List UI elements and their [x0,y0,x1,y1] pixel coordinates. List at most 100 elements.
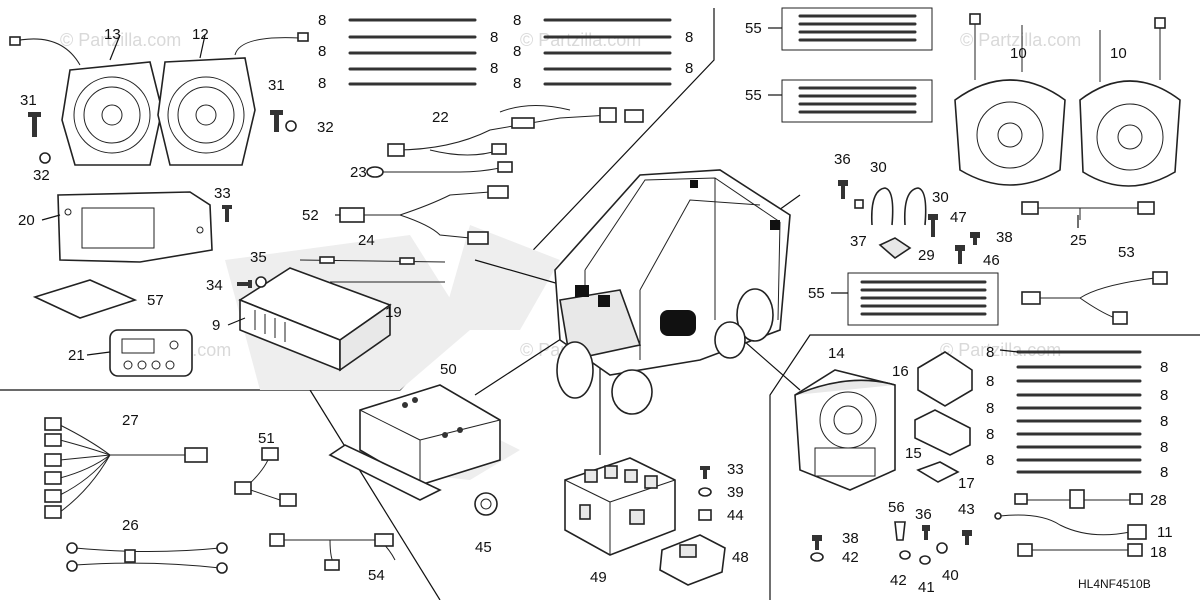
tie-pack-55-a [781,7,933,51]
harness-51 [234,447,297,507]
callout-27: 27 [122,412,139,429]
callout-34: 34 [206,277,223,294]
watermark: © Partzilla.com [960,30,1081,50]
utv-vehicle [554,169,791,415]
callout-30: 30 [932,189,949,206]
callout-8: 8 [685,60,693,77]
nut-39 [698,487,712,497]
callout-24: 24 [358,232,375,249]
callout-8: 8 [318,43,326,60]
bracket-16 [917,351,973,407]
mount-bracket-50 [328,384,501,501]
callout-8: 8 [986,373,994,390]
callout-17: 17 [958,475,975,492]
harness-54 [269,533,396,571]
callout-37: 37 [850,233,867,250]
clamps-30 [870,187,927,226]
bolt-43 [962,530,972,545]
washer-35 [255,276,267,288]
callout-8: 8 [986,426,994,443]
callout-22: 22 [432,109,449,126]
callout-43: 43 [958,501,975,518]
callout-26: 26 [122,517,139,534]
callout-53: 53 [1118,244,1135,261]
callout-8: 8 [490,29,498,46]
callout-8: 8 [1160,359,1168,376]
watermark: © Partzilla.com [520,30,641,50]
bolt-38-lower [812,535,822,550]
callout-39: 39 [727,484,744,501]
screw-31-right [270,110,297,132]
bracket-17 [916,461,960,483]
speaker-pod-10-right [1079,17,1181,187]
harness-27 [44,417,208,519]
callout-31: 31 [20,92,37,109]
callout-36: 36 [834,151,851,168]
clip-44 [698,509,712,521]
callout-12: 12 [192,26,209,43]
callout-8: 8 [986,344,994,361]
callout-10: 10 [1010,45,1027,62]
watermark: © Partzilla.com [60,30,181,50]
nut-42-left [810,552,824,562]
callout-8: 8 [986,452,994,469]
nut-42-right [899,550,911,560]
callout-31: 31 [268,77,285,94]
harness-52 [339,185,509,245]
washer-40 [936,542,948,554]
rod-24 [299,256,446,265]
callout-48: 48 [732,549,749,566]
bracket-15 [914,409,971,456]
cable-ties-right [1016,350,1142,474]
callout-42: 42 [842,549,859,566]
callout-23: 23 [350,164,367,181]
callout-9: 9 [212,317,220,334]
screw-31-left [28,112,51,164]
callout-8: 8 [685,29,693,46]
fuse-box-49 [564,457,676,556]
screw-33-lower [700,466,710,479]
callout-49: 49 [590,569,607,586]
callout-25: 25 [1070,232,1087,249]
callout-16: 16 [892,363,909,380]
callout-38: 38 [842,530,859,547]
callout-52: 52 [302,207,319,224]
callout-35: 35 [250,249,267,266]
bolt-46 [955,245,965,264]
callout-51: 51 [258,430,275,447]
harness-28 [1014,489,1143,509]
bolt-36-upper [838,180,848,199]
harness-11 [994,512,1147,540]
grommet-45 [474,492,498,516]
control-panel-21 [109,329,193,377]
callout-50: 50 [440,361,457,378]
nut-37 [854,199,864,209]
cable-ties-top-center [348,18,672,86]
speaker-pod-10-left [954,13,1066,186]
callout-32: 32 [317,119,334,136]
relay-48 [659,534,726,586]
callout-47: 47 [950,209,967,226]
nut-41 [919,555,931,565]
callout-10: 10 [1110,45,1127,62]
section-dividers [0,8,1200,600]
cable-26 [66,542,228,574]
callout-15: 15 [905,445,922,462]
callout-8: 8 [318,12,326,29]
callout-8: 8 [513,43,521,60]
callout-8: 8 [490,60,498,77]
callout-54: 54 [368,567,385,584]
callout-55: 55 [808,285,825,302]
callout-19: 19 [385,304,402,321]
harness-23 [366,161,513,178]
callout-8: 8 [1160,387,1168,404]
bolt-47 [928,214,938,237]
bolt-36-lower [922,525,930,540]
callout-29: 29 [918,247,935,264]
screw-33-upper [222,205,232,222]
subwoofer-14 [794,369,896,491]
harness-53 [1021,271,1168,325]
callout-28: 28 [1150,492,1167,509]
